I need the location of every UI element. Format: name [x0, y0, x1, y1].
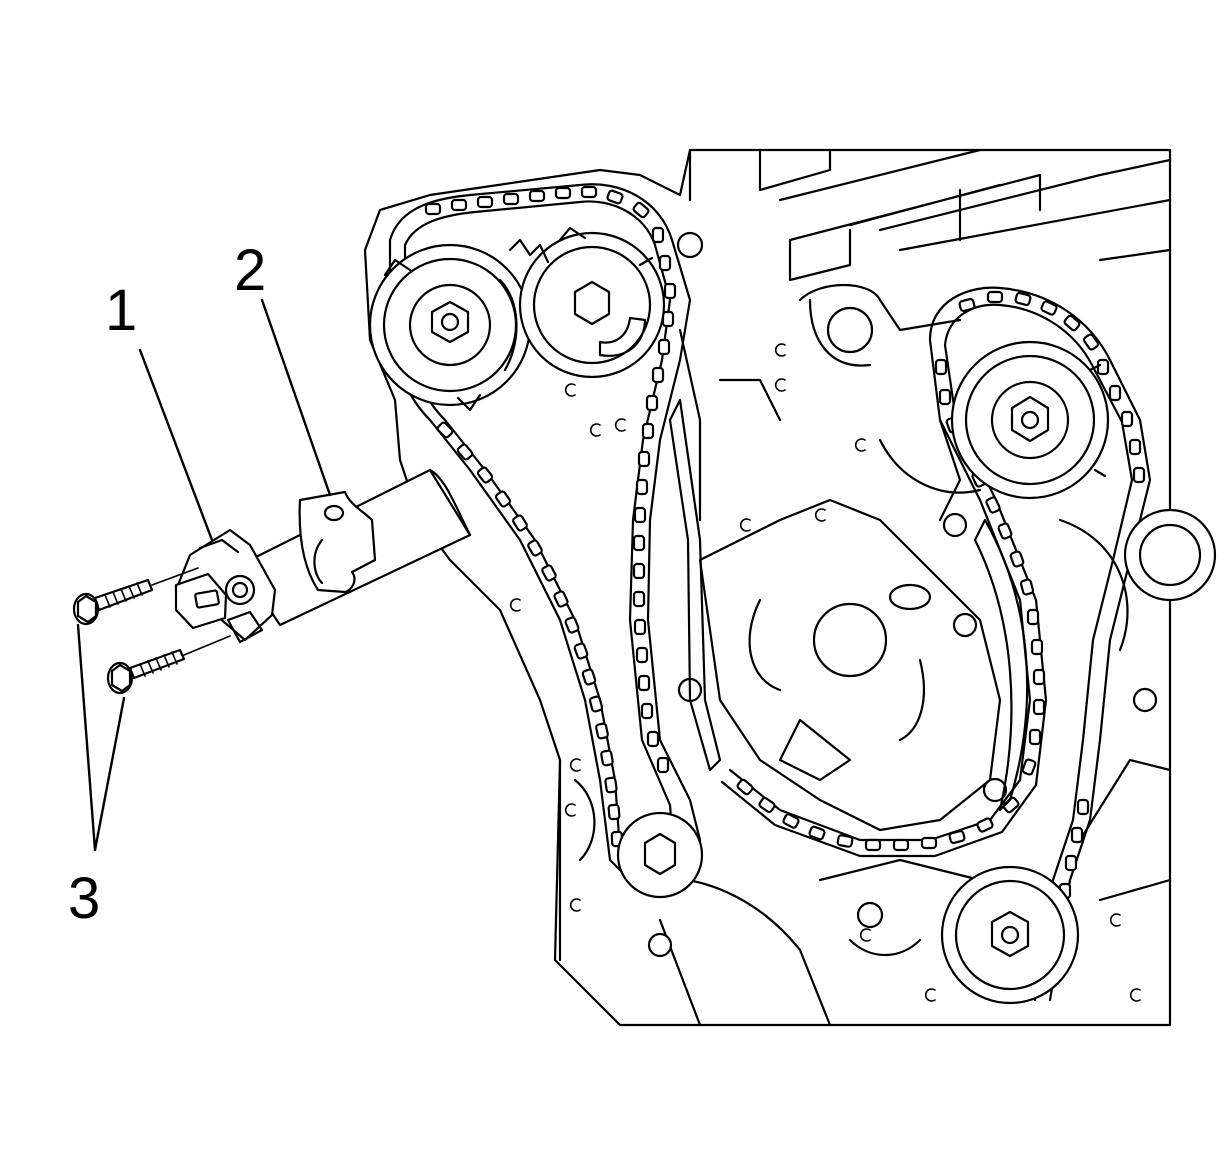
- leader-3b: [93, 696, 126, 852]
- callout-labels: 1 2 3: [68, 238, 266, 931]
- tensioner-gasket: [298, 490, 377, 594]
- tensioner-bolt-lower: [106, 648, 186, 695]
- callout-3: 3: [68, 866, 100, 931]
- right-chain: [728, 286, 1152, 1002]
- callout-leaders: [76, 298, 332, 852]
- callout-1: 1: [105, 278, 137, 343]
- cover-bolts: [647, 231, 1158, 958]
- left-intake-sprocket: [368, 243, 532, 412]
- crank-sprocket: [940, 865, 1080, 1005]
- tensioner-bolts: [72, 567, 231, 695]
- left-chain-links: [424, 185, 677, 848]
- leader-3a: [76, 623, 97, 852]
- callout-2: 2: [234, 238, 266, 303]
- left-exhaust-sprocket: [508, 226, 666, 379]
- sprockets: [368, 226, 1217, 1005]
- timing-chain-tensioner: [174, 528, 277, 644]
- central-plate: [698, 498, 1002, 832]
- tensioner-bolt-upper: [72, 578, 154, 626]
- chain-guide-left: [668, 398, 722, 772]
- left-chain: [388, 183, 702, 887]
- chain-guide-right: [973, 518, 1029, 812]
- leader-2: [260, 298, 332, 497]
- right-lower-sprocket: [1123, 508, 1217, 602]
- idler-sprocket: [616, 811, 704, 899]
- leader-1: [138, 348, 214, 542]
- right-cam-sprocket: [950, 340, 1110, 500]
